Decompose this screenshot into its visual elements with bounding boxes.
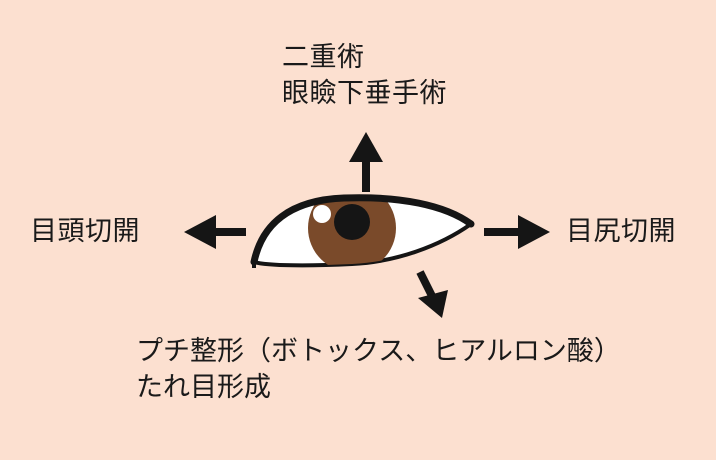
label-top-line2: 眼瞼下垂手術: [282, 78, 447, 109]
arrow-up-icon: [349, 132, 383, 192]
label-outer-corner: 目尻切開: [566, 216, 676, 247]
eye-icon: [250, 194, 475, 268]
pupil: [334, 204, 370, 240]
label-double-eyelid: 二重術 眼瞼下垂手術: [282, 40, 447, 112]
arrow-down-right-icon: [416, 270, 448, 318]
arrow-left-icon: [184, 215, 246, 249]
label-petit-surgery: プチ整形（ボトックス、ヒアルロン酸） たれ目形成: [136, 334, 621, 406]
label-bottom-line2: たれ目形成: [136, 372, 271, 403]
label-inner-corner: 目頭切開: [30, 216, 140, 247]
label-bottom-line1: プチ整形（ボトックス、ヒアルロン酸）: [136, 336, 621, 367]
label-top-line1: 二重術: [282, 42, 365, 73]
arrow-right-icon: [484, 215, 550, 249]
eye-highlight: [313, 205, 331, 223]
upper-lid-line: [250, 194, 475, 266]
